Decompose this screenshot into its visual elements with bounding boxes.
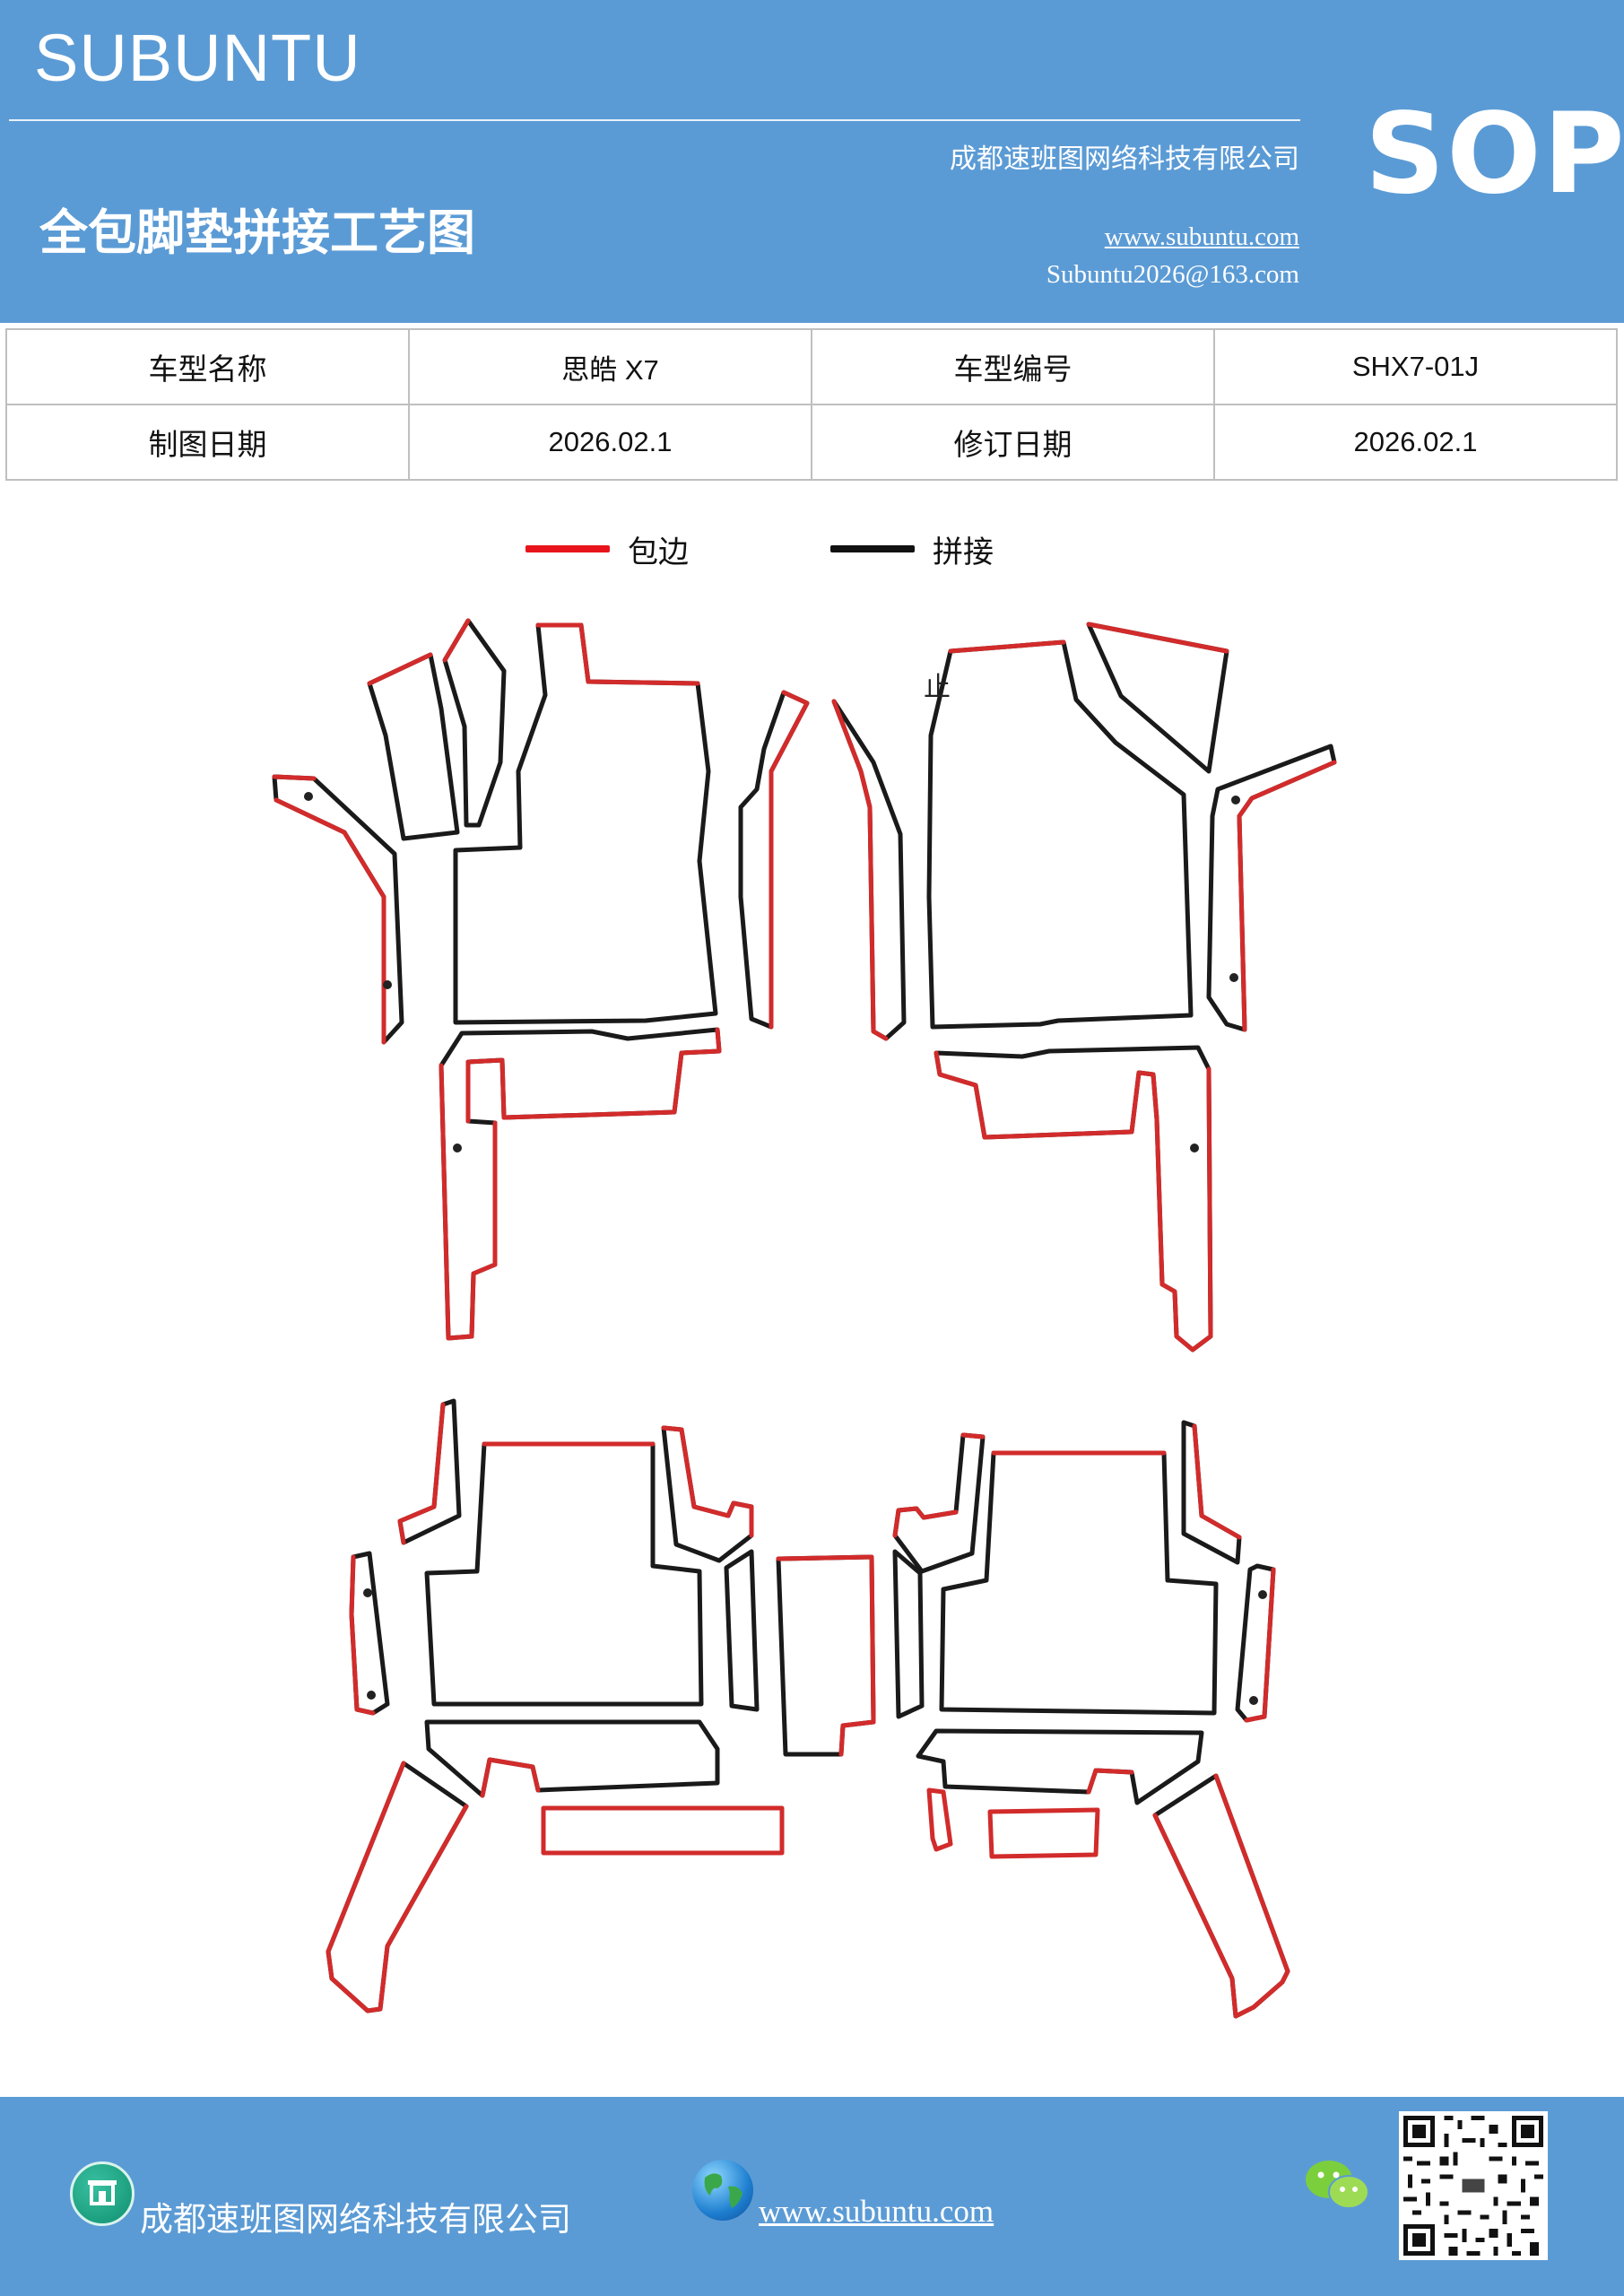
drawing-date-label: 制图日期 xyxy=(5,404,410,481)
mat-piece-rear-right-tunnel-strip xyxy=(892,1549,925,1719)
binding-edge xyxy=(326,1761,469,2013)
mat-piece-front-left-strip-b xyxy=(442,618,507,828)
fastener-dot xyxy=(1258,1590,1267,1599)
binding-edge xyxy=(1086,622,1229,654)
company-name-bottom: 成都速班图网络科技有限公司 xyxy=(140,2200,571,2239)
binding-edge xyxy=(831,699,889,1041)
mat-piece-rear-left-lower xyxy=(424,1719,720,1798)
mat-piece-rear-left-main xyxy=(424,1441,704,1707)
company-name-top: 成都速班图网络科技有限公司 xyxy=(950,144,1299,175)
qr-code xyxy=(1399,2111,1548,2260)
revision-date-value: 2026.02.1 xyxy=(1213,404,1618,481)
binding-edge xyxy=(1237,760,1337,1032)
mat-piece-rear-left-inner-flap xyxy=(661,1425,754,1563)
binding-edge xyxy=(1152,1773,1290,2019)
mat-piece-rear-right-small-strip xyxy=(926,1787,953,1852)
revision-date-label: 修订日期 xyxy=(811,404,1215,481)
binding-edge xyxy=(442,618,471,663)
mat-piece-rear-left-bar xyxy=(541,1805,785,1856)
binding-edge xyxy=(1244,1567,1276,1723)
mat-piece-rear-left-wing xyxy=(326,1761,469,2013)
mat-piece-rear-right-inner-flap xyxy=(892,1432,986,1574)
model-name-label: 车型名称 xyxy=(5,328,410,405)
legend-label-binding: 包边 xyxy=(628,534,689,570)
binding-edge xyxy=(535,622,700,686)
vehicle-info-table: 车型名称 思皓 X7 车型编号 SHX7-01J 制图日期 2026.02.1 … xyxy=(5,328,1618,481)
mat-piece-rear-left-tunnel-strip xyxy=(724,1549,760,1712)
wechat-icon[interactable] xyxy=(1302,2156,1372,2213)
website-link-top[interactable]: www.subuntu.com xyxy=(1104,222,1299,251)
fastener-dot xyxy=(1190,1144,1199,1152)
binding-edge xyxy=(349,1554,376,1716)
binding-edge xyxy=(776,1554,876,1757)
legend-item-binding: 包边 xyxy=(525,524,689,574)
fastener-dot xyxy=(383,980,392,989)
binding-edge xyxy=(480,1757,541,1798)
table-row: 车型名称 思皓 X7 车型编号 SHX7-01J xyxy=(5,328,1618,405)
mat-piece-rear-right-flap xyxy=(1181,1420,1242,1565)
email-address: Subuntu2026@163.com xyxy=(1046,260,1299,289)
fastener-dot xyxy=(1231,796,1240,804)
legend-label-seam: 拼接 xyxy=(933,534,994,570)
stop-mark: 止 xyxy=(924,672,951,703)
building-icon xyxy=(70,2161,135,2226)
legend-swatch-seam xyxy=(830,545,915,552)
binding-edge xyxy=(397,1402,446,1545)
fastener-dot xyxy=(367,1691,376,1700)
fastener-dot xyxy=(1229,973,1238,982)
globe-icon xyxy=(692,2160,753,2221)
mat-piece-rear-right-wing xyxy=(1152,1773,1290,2019)
sop-mark: SOP xyxy=(1365,90,1624,219)
mat-piece-rear-left-flap xyxy=(397,1398,462,1545)
model-name-value: 思皓 X7 xyxy=(408,328,812,405)
page-title: 全包脚垫拼接工艺图 xyxy=(39,204,475,261)
binding-edge xyxy=(272,774,386,1045)
mat-piece-front-left-right-strip xyxy=(738,690,810,1030)
mat-piece-rear-right-main xyxy=(939,1450,1219,1716)
binding-edge xyxy=(934,1050,1213,1352)
mat-piece-front-left-strip-a xyxy=(367,652,460,841)
brand-name: SUBUNTU xyxy=(34,21,361,95)
binding-edge xyxy=(948,639,1066,654)
footer-banner: 成都速班图网络科技有限公司 www.subuntu.com xyxy=(0,2097,1624,2296)
table-row: 制图日期 2026.02.1 修订日期 2026.02.1 xyxy=(5,404,1618,481)
fastener-dot xyxy=(1249,1696,1258,1705)
website-link-bottom[interactable]: www.subuntu.com xyxy=(759,2194,994,2229)
model-code-label: 车型编号 xyxy=(811,328,1215,405)
binding-edge xyxy=(1192,1423,1242,1540)
drawing-date-value: 2026.02.1 xyxy=(408,404,812,481)
binding-edge xyxy=(1086,1768,1134,1795)
fastener-dot xyxy=(453,1144,462,1152)
header-banner: SUBUNTU 成都速班图网络科技有限公司 全包脚垫拼接工艺图 www.subu… xyxy=(0,0,1624,323)
binding-edge xyxy=(769,690,810,1030)
legend-swatch-binding xyxy=(525,545,610,552)
binding-edge xyxy=(661,1425,754,1538)
mat-piece-rear-right-bar xyxy=(987,1807,1100,1859)
floor-mat-diagram: 止 xyxy=(272,618,1337,2019)
binding-edge xyxy=(367,652,433,686)
binding-edge xyxy=(892,1432,986,1538)
legend-item-seam: 拼接 xyxy=(830,524,994,574)
fastener-dot xyxy=(363,1588,372,1597)
model-code-value: SHX7-01J xyxy=(1213,328,1618,405)
fastener-dot xyxy=(304,792,313,801)
binding-edge xyxy=(439,1027,722,1341)
header-divider xyxy=(9,119,1300,121)
mat-piece-rear-right-lower xyxy=(916,1728,1204,1805)
mat-piece-front-right-main xyxy=(926,639,1194,1030)
